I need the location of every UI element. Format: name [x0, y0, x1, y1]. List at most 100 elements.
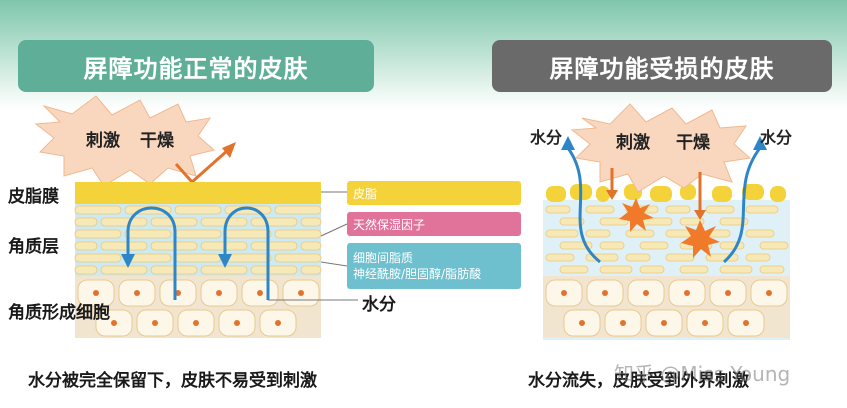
corneocyte: [545, 205, 571, 214]
cell-nucleus: [702, 320, 708, 326]
right-dryness-text: 干燥: [676, 133, 710, 153]
corneocyte: [74, 253, 122, 263]
sebum-fragment: [650, 186, 672, 202]
corneocyte: [705, 253, 739, 262]
legend-lipid: 细胞间脂质 神经酰胺/胆固醇/脂肪酸: [347, 243, 521, 289]
corneocyte: [250, 217, 298, 227]
corneocyte: [705, 205, 735, 214]
corneocyte: [665, 205, 691, 214]
corneocyte: [559, 217, 585, 226]
left-irritation-text: 刺激: [86, 131, 120, 151]
corneocyte: [759, 265, 785, 274]
corneocyte: [745, 253, 771, 262]
left-irritant-burst: [34, 95, 216, 187]
corneocyte: [559, 265, 589, 274]
corneocyte: [585, 229, 611, 238]
corneocyte: [545, 253, 575, 262]
cell-nucleus: [620, 320, 626, 326]
corneocyte: [174, 205, 222, 215]
label-keratinocytes: 角质形成细胞: [8, 303, 110, 323]
corneocyte: [250, 241, 298, 251]
right-water-escape-left: [566, 147, 601, 264]
corneocyte: [300, 241, 322, 251]
corneocyte: [679, 217, 705, 226]
cell-nucleus: [93, 290, 99, 296]
corneocyte: [224, 229, 272, 239]
corneocyte: [625, 253, 651, 262]
caption-normal-skin: 水分被完全保留下，皮肤不易受到刺激: [28, 371, 317, 391]
cell-nucleus: [275, 320, 281, 326]
label-stratum-corneum: 角质层: [8, 237, 59, 257]
right-water-label-right: 水分: [760, 128, 793, 147]
corneocyte: [719, 265, 753, 274]
corneocyte: [100, 241, 148, 251]
label-sebum-membrane: 皮脂膜: [8, 187, 59, 207]
cell-nucleus: [661, 320, 667, 326]
cell-nucleus: [743, 320, 749, 326]
corneocyte: [200, 265, 248, 275]
sebum-fragment: [546, 186, 566, 202]
right-irritant-burst: [570, 103, 752, 193]
corneocyte: [174, 253, 222, 263]
cell-nucleus: [257, 290, 263, 296]
left-water-loop-1: [126, 206, 177, 300]
cell-nucleus: [766, 290, 772, 296]
corneocyte: [679, 265, 709, 274]
corneocyte: [300, 265, 322, 275]
cell-nucleus: [579, 320, 585, 326]
corneocyte: [200, 217, 248, 227]
corneocyte: [74, 205, 122, 215]
left-keratinocytes: [75, 276, 321, 338]
cell-nucleus: [111, 320, 117, 326]
title-damaged-skin: 屏障功能受损的皮肤: [492, 40, 832, 92]
cell-nucleus: [193, 320, 199, 326]
corneocyte: [300, 217, 322, 227]
cell-nucleus: [684, 290, 690, 296]
corneocyte: [639, 265, 665, 274]
right-damage-star-2: [681, 220, 720, 258]
corneocyte: [719, 217, 749, 226]
corneocyte: [124, 229, 172, 239]
corneocyte: [224, 253, 272, 263]
corneocyte: [74, 217, 98, 227]
cell-nucleus: [152, 320, 158, 326]
corneocyte: [599, 217, 629, 226]
legend-nmf: 天然保湿因子: [347, 212, 521, 236]
sebum-fragment: [770, 186, 786, 202]
left-lipid-matrix: [75, 204, 321, 276]
corneocyte: [599, 265, 633, 274]
right-stratum-corneum: [545, 205, 789, 274]
corneocyte: [599, 241, 625, 250]
left-stratum-corneum: [74, 204, 322, 276]
right-water-label-left: 水分: [530, 128, 563, 147]
corneocyte: [759, 241, 789, 250]
cell-nucleus: [602, 290, 608, 296]
corneocyte: [274, 253, 322, 263]
cell-nucleus: [561, 290, 567, 296]
corneocyte: [74, 265, 98, 275]
corneocyte: [74, 241, 98, 251]
cell-nucleus: [298, 290, 304, 296]
cell-nucleus: [725, 290, 731, 296]
left-sebum-layer: [75, 182, 321, 204]
sebum-fragment: [712, 186, 732, 202]
corneocyte: [625, 229, 655, 238]
corneocyte: [585, 205, 615, 214]
sebum-fragment: [596, 186, 610, 202]
label-water: 水分: [362, 295, 396, 315]
sebum-fragment: [742, 184, 764, 200]
left-dryness-text: 干燥: [140, 131, 174, 151]
corneocyte: [100, 217, 148, 227]
corneocyte: [639, 241, 669, 250]
title-normal-skin: 屏障功能正常的皮肤: [18, 40, 374, 92]
cell-nucleus: [134, 290, 140, 296]
corneocyte: [174, 229, 222, 239]
corneocyte: [665, 253, 695, 262]
corneocyte: [74, 229, 122, 239]
cell-nucleus: [234, 320, 240, 326]
corneocyte: [745, 205, 779, 214]
cell-nucleus: [643, 290, 649, 296]
corneocyte: [274, 205, 322, 215]
right-keratinocytes: [543, 276, 790, 338]
